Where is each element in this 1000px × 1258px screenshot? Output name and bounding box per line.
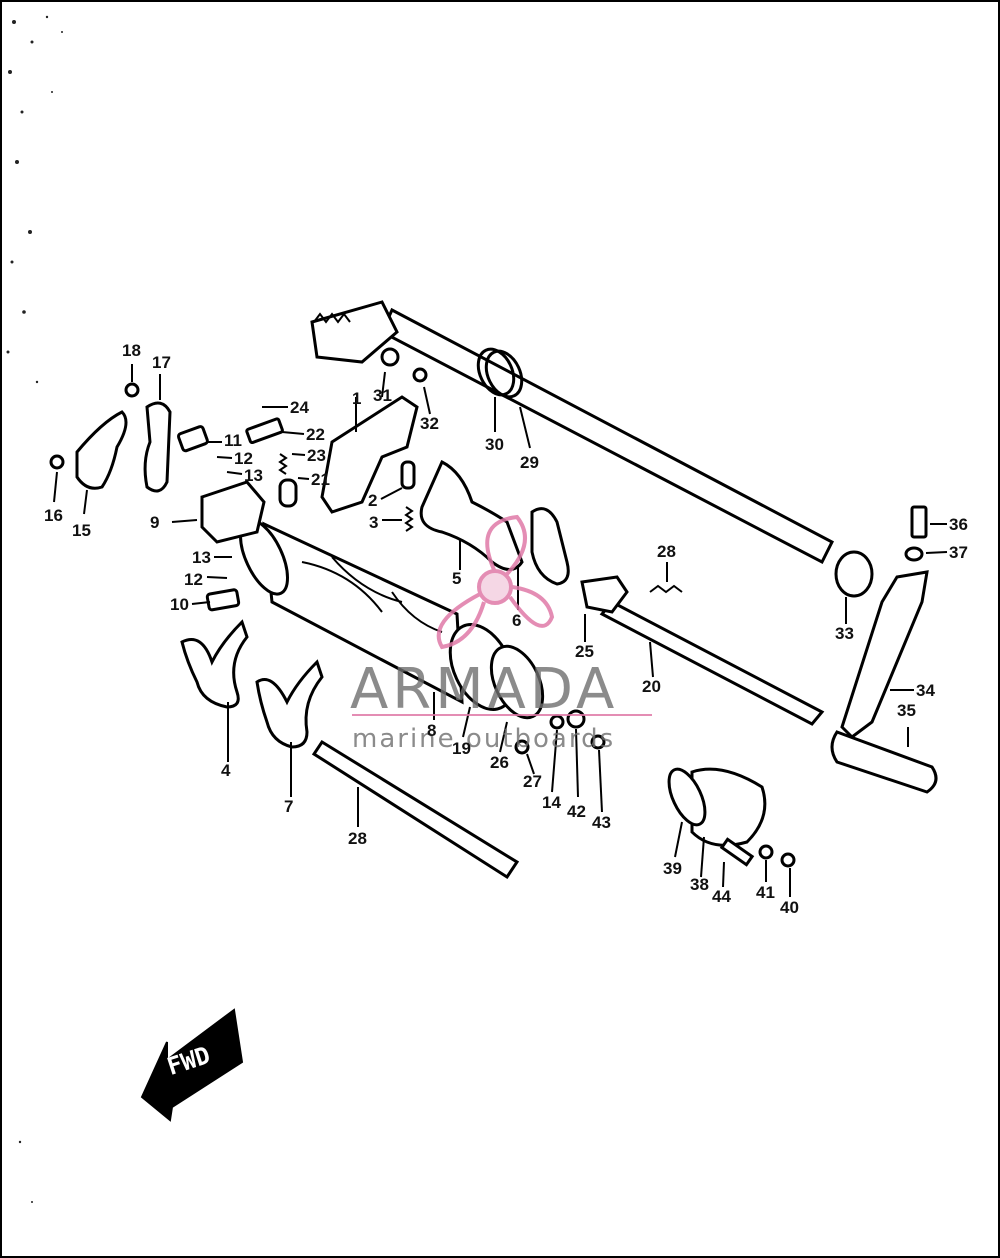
watermark-brand: ARMADA bbox=[350, 657, 619, 722]
gearshift-shaft bbox=[310, 300, 834, 565]
callout: 28 bbox=[348, 829, 367, 848]
cam-stopper-21 bbox=[278, 478, 298, 508]
callout: 4 bbox=[221, 761, 231, 780]
callout: 32 bbox=[420, 414, 439, 433]
callout: 6 bbox=[512, 611, 522, 630]
callout: 37 bbox=[949, 543, 968, 562]
bolt-36 bbox=[910, 505, 928, 539]
callout: 7 bbox=[284, 797, 294, 816]
callout: 30 bbox=[485, 435, 504, 454]
callout: 2 bbox=[368, 491, 378, 510]
shift-rubber-35 bbox=[830, 730, 938, 794]
callout: 23 bbox=[307, 446, 326, 465]
callout: 3 bbox=[369, 513, 379, 532]
fork-shaft-lower bbox=[311, 739, 520, 880]
gasket-39 bbox=[667, 767, 707, 827]
sprocket-cover-38 bbox=[690, 767, 767, 847]
watermark-tagline: marine outboards bbox=[352, 724, 616, 754]
pin-2 bbox=[400, 460, 416, 490]
shift-arm-20 bbox=[580, 575, 629, 614]
oil-seal-33 bbox=[834, 550, 874, 598]
bolt-44 bbox=[719, 837, 755, 867]
callout: 31 bbox=[373, 386, 392, 405]
callout: 43 bbox=[592, 813, 611, 832]
callout: 11 bbox=[224, 431, 242, 450]
callout: 39 bbox=[663, 859, 682, 878]
washer-37 bbox=[904, 546, 924, 562]
callout: 12 bbox=[234, 449, 253, 468]
callout: 12 bbox=[184, 570, 203, 589]
stopper-plate-17 bbox=[143, 401, 172, 493]
callout: 34 bbox=[916, 681, 935, 700]
gearshift-lever-34 bbox=[840, 570, 929, 739]
stopper-plate-15 bbox=[75, 410, 128, 490]
spring-3 bbox=[404, 506, 414, 532]
callout: 41 bbox=[756, 883, 775, 902]
callout: 35 bbox=[897, 701, 916, 720]
callout: 16 bbox=[44, 506, 63, 525]
callout: 13 bbox=[244, 466, 263, 485]
callout: 8 bbox=[427, 721, 437, 740]
callout: 25 bbox=[575, 642, 594, 661]
callout: 40 bbox=[780, 898, 799, 917]
pawl-holder-9 bbox=[200, 480, 266, 544]
guide-plate-22 bbox=[245, 417, 284, 445]
cam-plate bbox=[489, 644, 545, 720]
leader-lines bbox=[53, 364, 948, 897]
callout: 5 bbox=[452, 569, 462, 588]
callout: 13 bbox=[192, 548, 211, 567]
callout: 29 bbox=[520, 453, 539, 472]
washer-32 bbox=[412, 367, 428, 383]
callout: 21 bbox=[311, 470, 330, 489]
nut-40 bbox=[780, 852, 796, 868]
bolt-27 bbox=[514, 739, 530, 755]
callout: 36 bbox=[949, 515, 968, 534]
callout: 33 bbox=[835, 624, 854, 643]
propeller-logo-icon bbox=[436, 514, 555, 650]
callout: 27 bbox=[523, 772, 542, 791]
fwd-arrow-icon bbox=[140, 1008, 244, 1122]
shift-fork-6 bbox=[530, 507, 570, 586]
callout: 18 bbox=[122, 341, 141, 360]
screw-16 bbox=[49, 454, 65, 470]
callout: 19 bbox=[452, 739, 471, 758]
shift-fork-1 bbox=[320, 395, 419, 514]
fork-shaft-upper bbox=[599, 600, 825, 726]
shift-fork-5 bbox=[419, 459, 524, 571]
scan-noise bbox=[6, 15, 63, 1203]
callout: 1 bbox=[352, 389, 362, 408]
spring-23 bbox=[278, 453, 288, 475]
callout: 26 bbox=[490, 753, 509, 772]
callout: 17 bbox=[152, 353, 171, 372]
spring-25 bbox=[649, 584, 683, 594]
callout: 10 bbox=[170, 595, 189, 614]
callout: 42 bbox=[567, 802, 586, 821]
callout: 24 bbox=[290, 398, 309, 417]
callout: 14 bbox=[542, 793, 561, 812]
shift-fork-4 bbox=[180, 619, 249, 709]
callout: 44 bbox=[712, 887, 731, 906]
callout: 38 bbox=[690, 875, 709, 894]
callout: 15 bbox=[72, 521, 91, 540]
callout: 9 bbox=[150, 513, 160, 532]
bolt-31 bbox=[380, 347, 400, 367]
callout: 28 bbox=[657, 542, 676, 561]
callout: 20 bbox=[642, 677, 661, 696]
shift-fork-7 bbox=[255, 659, 324, 749]
washer-41 bbox=[758, 844, 774, 860]
nut-43 bbox=[590, 734, 606, 750]
screw-18 bbox=[124, 382, 140, 398]
pawl-10 bbox=[205, 588, 241, 612]
callout: 22 bbox=[306, 425, 325, 444]
pawl-11 bbox=[176, 425, 209, 453]
